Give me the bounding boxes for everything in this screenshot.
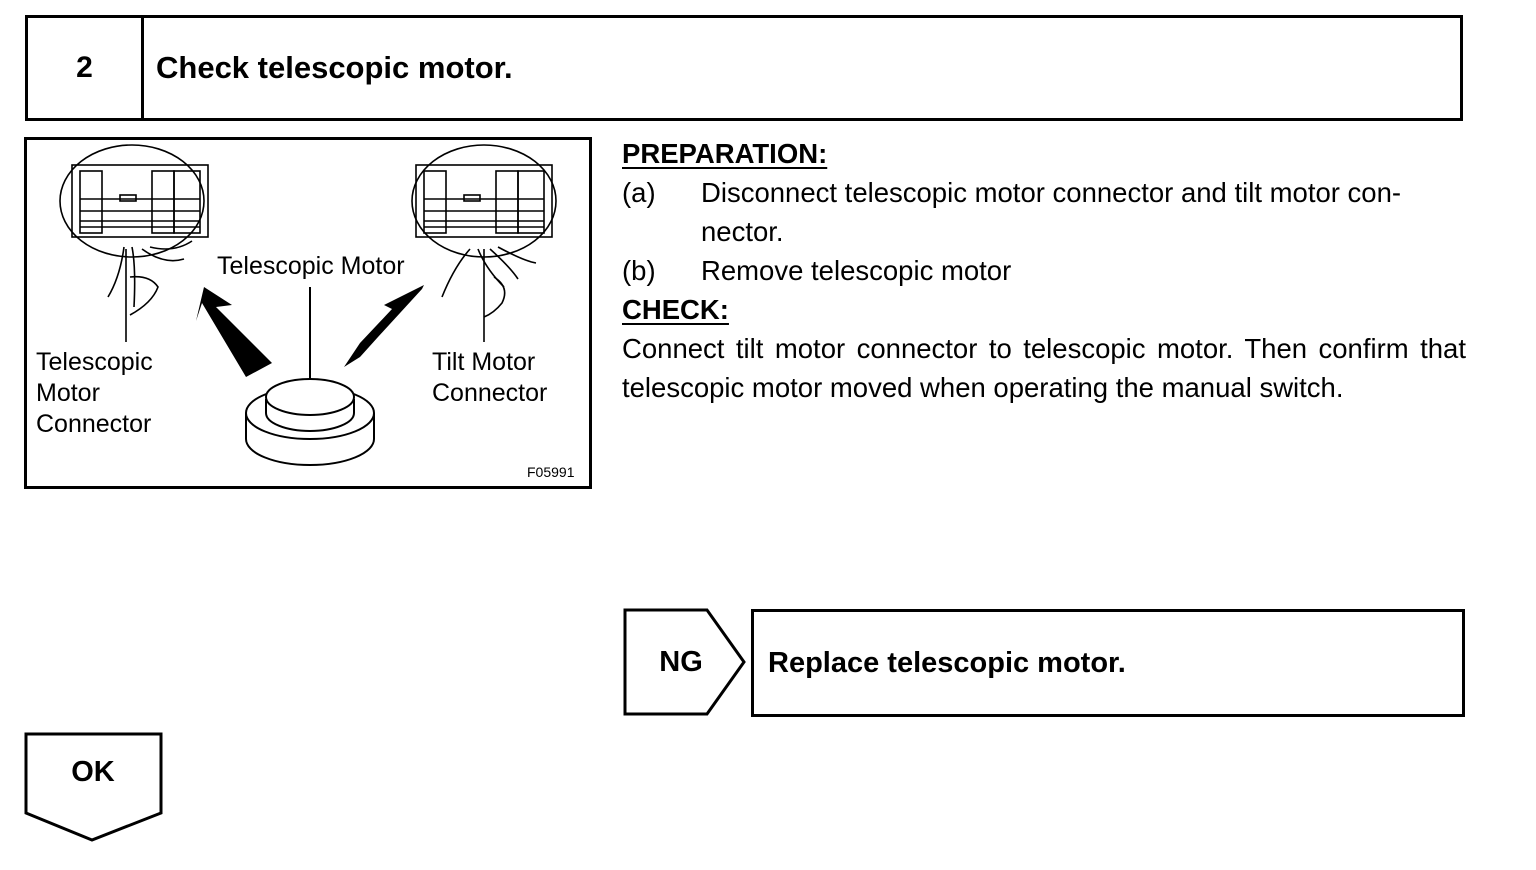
preparation-step: (a) Disconnect telescopic motor connecto… [622,173,1466,251]
telescopic-connector-label-line3: Connector [36,410,151,438]
ok-label: OK [71,755,115,788]
figure-id: F05991 [527,464,575,480]
step-letter: (b) [622,255,656,286]
step-letter: (a) [622,177,656,208]
step-text: Remove telescopic motor [701,255,1012,286]
step-title: Check telescopic motor. [156,50,513,85]
step-header: 2 Check telescopic motor. [25,15,1463,121]
ok-arrow-box [24,732,163,842]
tilt-connector-label-line1: Tilt Motor [432,348,535,376]
motor-illustration: Telescopic Motor Telescopic Motor Connec… [24,137,592,489]
preparation-heading: PREPARATION: [622,138,828,169]
telescopic-motor-drawing [245,287,375,466]
telescopic-connector-label-line2: Motor [36,379,100,407]
ng-label: NG [659,645,703,678]
check-heading: CHECK: [622,294,729,325]
step-text: Disconnect telescopic motor connector an… [701,177,1402,247]
tilt-connector-label-line2: Connector [432,379,547,407]
telescopic-connector-drawing [59,144,209,342]
step-number: 2 [28,18,144,118]
telescopic-connector-label-line1: Telescopic [36,348,153,376]
telescopic-motor-label: Telescopic Motor [217,252,405,280]
preparation-step: (b) Remove telescopic motor [622,251,1466,290]
instructions: PREPARATION: (a) Disconnect telescopic m… [622,134,1466,407]
arrow-to-telescopic-connector [196,287,272,377]
arrow-from-tilt-connector [344,285,424,367]
tilt-connector-drawing [411,144,557,342]
ng-action: Replace telescopic motor. [751,609,1465,717]
ng-arrow-box [623,608,746,716]
check-body: Connect tilt motor connector to telescop… [622,333,1466,403]
